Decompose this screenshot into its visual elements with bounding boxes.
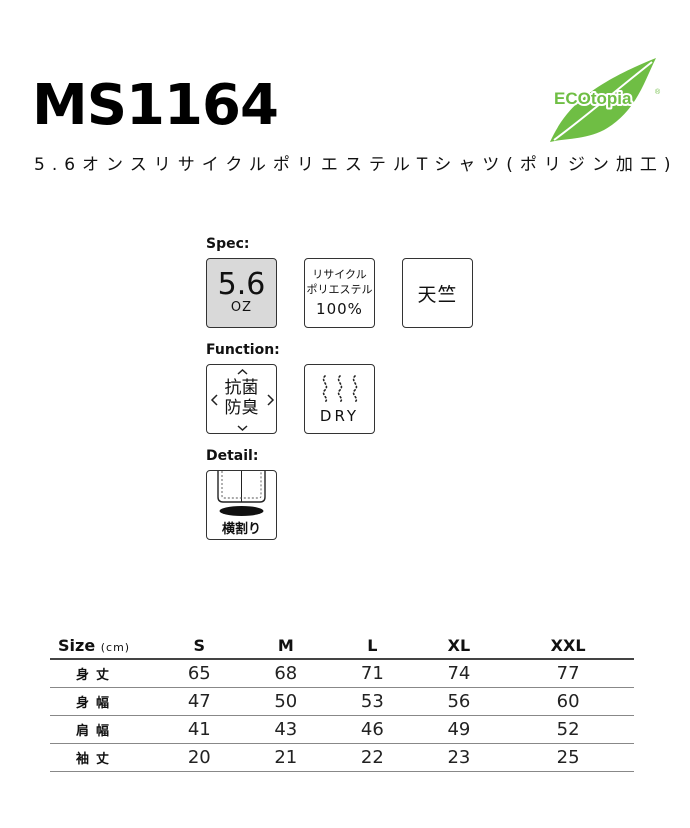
- logo-text: ECOtopia: [554, 89, 632, 108]
- row-label: 肩幅: [76, 724, 117, 739]
- material-line-1: リサイクル: [312, 268, 367, 282]
- material-box: リサイクル ポリエステル 100%: [304, 258, 375, 328]
- table-cell: 47: [187, 691, 211, 712]
- table-cell: 60: [556, 691, 580, 712]
- table-row: 袖丈 20 21 22 23 25: [50, 744, 634, 772]
- size-col-s: S: [193, 635, 206, 655]
- table-cell: 21: [274, 747, 298, 768]
- size-col-l: L: [367, 635, 378, 655]
- dry-label: DRY: [319, 407, 360, 425]
- table-cell: 25: [556, 747, 580, 768]
- table-cell: 23: [447, 747, 471, 768]
- slit-label: 横割り: [221, 522, 261, 537]
- row-label: 袖丈: [76, 752, 117, 767]
- material-percent: 100%: [316, 299, 363, 318]
- fabric-box: 天竺: [402, 258, 473, 328]
- table-cell: 71: [360, 663, 384, 684]
- table-cell: 53: [360, 691, 384, 712]
- slit-box: 横割り: [206, 470, 277, 540]
- detail-label: Detail:: [206, 448, 259, 464]
- table-cell: 65: [187, 663, 211, 684]
- fabric-label: 天竺: [417, 283, 458, 306]
- table-cell: 22: [360, 747, 384, 768]
- table-cell: 43: [274, 719, 298, 740]
- model-number: MS1164: [32, 73, 279, 138]
- table-cell: 20: [187, 747, 211, 768]
- size-col-m: M: [277, 635, 294, 655]
- table-row: 身丈 65 68 71 74 77: [50, 659, 634, 688]
- table-cell: 50: [274, 691, 298, 712]
- table-row: 身幅 47 50 53 56 60: [50, 688, 634, 716]
- registered-mark: ®: [655, 88, 661, 96]
- size-table-header: Size (cm) S M L XL XXL: [50, 632, 634, 659]
- size-col-xxl: XXL: [550, 635, 586, 655]
- logo-text-outline: ECOtopia: [554, 89, 632, 108]
- antibacterial-box: 抗菌 防臭: [206, 364, 277, 434]
- spec-label: Spec:: [206, 236, 250, 252]
- table-cell: 77: [556, 663, 580, 684]
- table-cell: 52: [556, 719, 580, 740]
- product-title: 5.6オンスリサイクルポリエステルTシャツ(ポリジン加工): [34, 155, 678, 175]
- table-cell: 68: [274, 663, 298, 684]
- ecotopia-logo: ECOtopia ECOtopia ®: [550, 58, 661, 142]
- weight-box: 5.6 OZ: [206, 258, 277, 328]
- table-cell: 56: [447, 691, 471, 712]
- size-col-xl: XL: [447, 635, 471, 655]
- weight-value: 5.6: [217, 267, 266, 303]
- weight-unit: OZ: [230, 300, 253, 316]
- row-label: 身丈: [76, 668, 117, 683]
- material-line-2: ポリエステル: [306, 283, 373, 296]
- row-label: 身幅: [76, 696, 117, 711]
- arrow-chevrons-icon: [210, 368, 275, 432]
- function-label: Function:: [206, 342, 280, 358]
- side-slit-hem-icon: [217, 471, 266, 516]
- table-row: 肩幅 41 43 46 49 52: [50, 716, 634, 744]
- size-title: Size: [58, 635, 96, 655]
- table-cell: 41: [187, 719, 211, 740]
- dry-box: DRY: [304, 364, 375, 434]
- table-cell: 74: [447, 663, 471, 684]
- deodorant-text: 防臭: [224, 398, 259, 418]
- antibacterial-text: 抗菌: [224, 378, 259, 399]
- table-cell: 49: [447, 719, 471, 740]
- size-table: Size (cm) S M L XL XXL 身丈 65 68 71 74 77…: [50, 632, 634, 772]
- table-cell: 46: [360, 719, 384, 740]
- size-header-cell: Size (cm): [50, 632, 156, 659]
- size-unit: (cm): [100, 640, 131, 654]
- wave-dots-icon: [322, 375, 357, 403]
